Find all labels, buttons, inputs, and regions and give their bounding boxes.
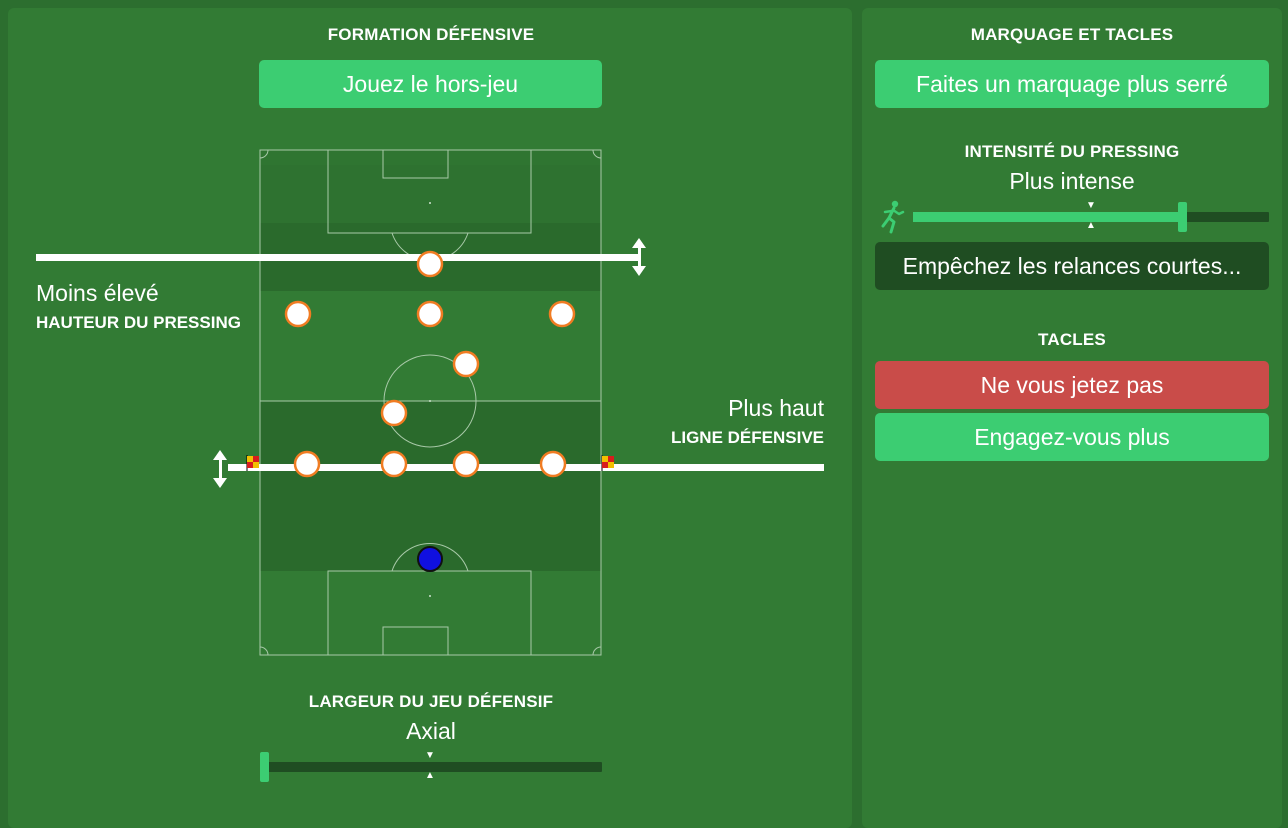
- pressing-height-line[interactable]: [36, 254, 640, 261]
- double-arrow-icon[interactable]: [213, 450, 227, 488]
- tackles-title: TACLES: [1038, 330, 1106, 349]
- defensive-line-label: Plus haut LIGNE DÉFENSIVE: [624, 395, 824, 448]
- pitch-stripes: [260, 150, 601, 655]
- pitch-diagram: [36, 149, 824, 656]
- double-arrow-icon[interactable]: [632, 238, 646, 276]
- player-marker[interactable]: [539, 450, 567, 478]
- pressing-intensity-value: Plus intense: [1009, 168, 1135, 194]
- player-marker[interactable]: [452, 350, 480, 378]
- defensive-width-title: LARGEUR DU JEU DÉFENSIF: [308, 692, 554, 711]
- corner-flag-icon: [601, 455, 614, 471]
- running-figure-icon: [881, 200, 905, 234]
- player-marker[interactable]: [380, 450, 408, 478]
- player-marker[interactable]: [452, 450, 480, 478]
- players: [284, 250, 576, 572]
- offside-trap-button[interactable]: Jouez le hors-jeu: [259, 60, 602, 108]
- pressing-intensity-title: INTENSITÉ DU PRESSING: [964, 142, 1180, 161]
- player-marker[interactable]: [284, 300, 312, 328]
- default-marker-bottom: ▲: [425, 770, 435, 781]
- pressing-height-caption: HAUTEUR DU PRESSING: [36, 313, 241, 332]
- pressing-height-label: Moins élevé HAUTEUR DU PRESSING: [36, 280, 241, 333]
- pressing-height-value: Moins élevé: [36, 280, 159, 306]
- defensive-line-value: Plus haut: [728, 395, 824, 421]
- player-marker[interactable]: [416, 250, 444, 278]
- default-marker-bottom: ▲: [1086, 220, 1096, 231]
- pressing-intensity-slider[interactable]: [913, 212, 1269, 222]
- defensive-shape-title: FORMATION DÉFENSIVE: [327, 25, 535, 44]
- default-marker-top: ▼: [1086, 200, 1096, 211]
- get-stuck-in-button[interactable]: Engagez-vous plus: [875, 413, 1269, 461]
- player-marker[interactable]: [416, 300, 444, 328]
- player-marker[interactable]: [293, 450, 321, 478]
- goalkeeper-marker[interactable]: [417, 546, 443, 572]
- default-marker-top: ▼: [425, 750, 435, 761]
- tighter-marking-button[interactable]: Faites un marquage plus serré: [875, 60, 1269, 108]
- marking-tackling-title: MARQUAGE ET TACLES: [970, 25, 1174, 44]
- prevent-short-gk-distribution-button[interactable]: Empêchez les relances courtes...: [875, 242, 1269, 290]
- defensive-line-caption: LIGNE DÉFENSIVE: [670, 428, 824, 447]
- defensive-width-value: Axial: [406, 718, 456, 744]
- pressing-intensity-fill: [913, 212, 1180, 222]
- pitch-markings: [259, 149, 602, 656]
- defensive-line[interactable]: [228, 464, 824, 471]
- player-marker[interactable]: [548, 300, 576, 328]
- defensive-width-slider[interactable]: [262, 762, 602, 772]
- player-marker[interactable]: [380, 399, 408, 427]
- corner-flag-icon: [246, 455, 259, 471]
- pressing-intensity-thumb[interactable]: [1178, 202, 1187, 232]
- stay-on-feet-button[interactable]: Ne vous jetez pas: [875, 361, 1269, 409]
- defensive-width-thumb[interactable]: [260, 752, 269, 782]
- pitch-spots: [429, 202, 431, 597]
